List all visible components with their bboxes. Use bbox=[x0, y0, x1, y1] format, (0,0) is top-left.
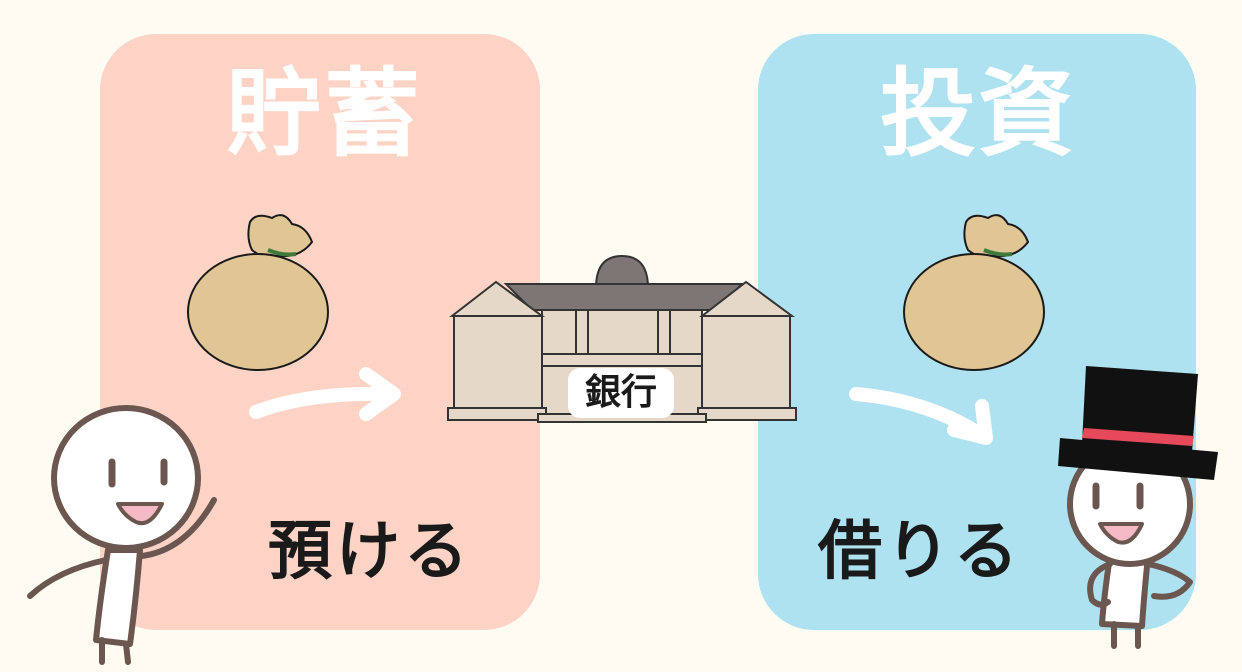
bank-label: 銀行 bbox=[568, 368, 674, 418]
money-bag-icon bbox=[903, 214, 1045, 371]
top-hat-icon bbox=[1058, 366, 1218, 480]
deposit-label: 預ける bbox=[268, 515, 472, 589]
stick-person bbox=[27, 405, 217, 665]
stick-person bbox=[1058, 366, 1218, 649]
money-bag-icon bbox=[187, 214, 329, 371]
arrow-right-icon bbox=[849, 387, 993, 445]
arrow-right-icon bbox=[249, 367, 401, 421]
investment-title: 投資 bbox=[880, 58, 1076, 170]
borrow-label: 借りる bbox=[818, 515, 1022, 589]
bank-building-icon bbox=[447, 254, 797, 423]
savings-title: 貯蓄 bbox=[226, 58, 422, 170]
